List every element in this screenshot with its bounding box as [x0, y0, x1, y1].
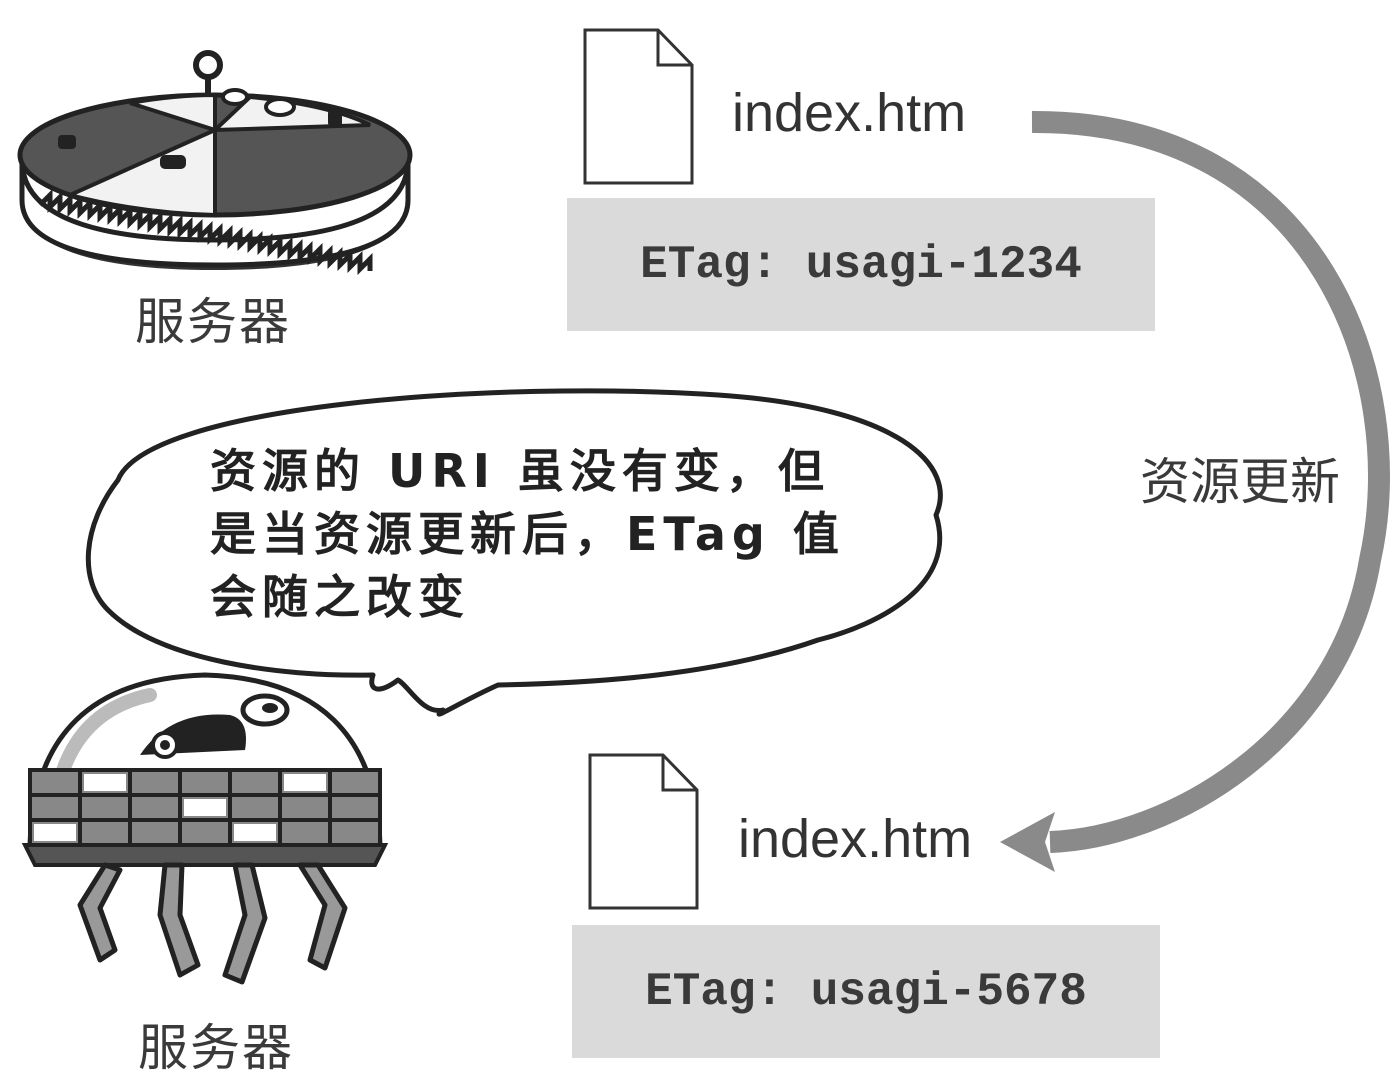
server-label-bottom: 服务器: [138, 1019, 294, 1077]
document-icon-top: [583, 28, 694, 185]
update-arrow-label: 资源更新: [1140, 453, 1340, 511]
server-disc-icon: [17, 50, 413, 275]
etag-value-top: ETag: usagi-1234: [640, 238, 1082, 291]
server-robot-icon: [21, 672, 389, 985]
etag-box-bottom: ETag: usagi-5678: [572, 925, 1160, 1058]
file-name-bottom: index.htm: [738, 809, 973, 869]
etag-box-top: ETag: usagi-1234: [567, 198, 1155, 331]
server-label-top: 服务器: [135, 293, 291, 351]
document-icon-bottom: [588, 753, 699, 910]
update-arrow: [1000, 110, 1390, 872]
file-name-top: index.htm: [732, 83, 967, 143]
etag-value-bottom: ETag: usagi-5678: [645, 965, 1087, 1018]
speech-bubble-text: 资源的 URI 虽没有变，但是当资源更新后，ETag 值会随之改变: [210, 444, 845, 624]
speech-bubble: [85, 388, 943, 717]
